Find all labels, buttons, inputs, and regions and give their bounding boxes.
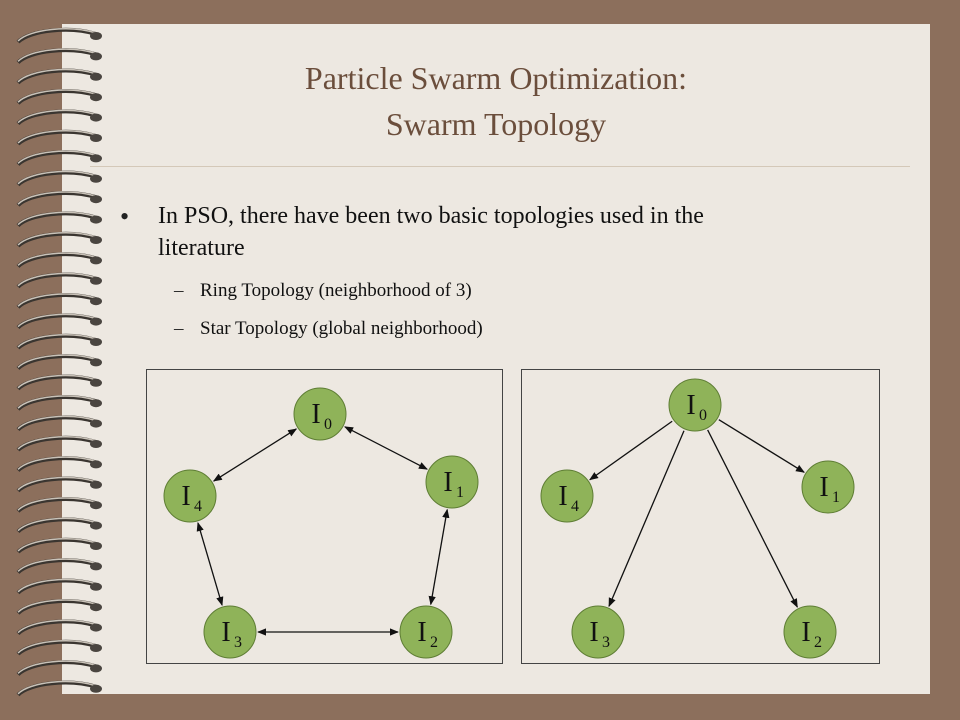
ring-node-subscript-4: 4 [194,498,202,515]
spiral-ring [16,537,102,554]
spiral-ring [16,313,102,330]
spiral-ring [16,680,102,697]
star-node-subscript-1: 1 [832,489,840,506]
spiral-ring [16,211,102,228]
spiral-ring [16,558,102,574]
star-node-subscript-2: 2 [814,634,822,651]
ring-node-subscript-2: 2 [430,634,438,651]
spiral-ring [16,578,102,595]
ring-node-subscript-1: 1 [456,484,464,501]
ring-node-label-0: I [311,399,320,430]
spiral-ring [16,129,102,146]
sub-bullet-ring: Ring Topology (neighborhood of 3) [200,280,472,301]
spiral-ring [16,170,102,187]
ring-edge-4-0 [212,428,298,482]
spiral-ring [16,415,102,432]
star-node-subscript-0: 0 [699,407,707,424]
ring-node-label-4: I [181,481,190,512]
star-edge-0-3 [608,430,685,608]
spiral-ring [16,252,102,268]
ring-node-label-1: I [443,467,452,498]
spiral-ring [16,374,102,391]
title-divider [90,166,910,167]
spiral-ring [16,395,102,411]
spiral-ring [16,293,102,309]
bullet-text-line2: literature [158,235,245,261]
bullet-text-line1: In PSO, there have been two basic topolo… [158,203,704,229]
star-edge-0-4 [589,420,673,481]
spiral-ring [16,89,102,105]
spiral-ring [16,272,102,289]
star-node-label-3: I [589,617,598,648]
star-edge-0-1 [718,419,805,473]
spiral-ring [16,150,102,166]
star-edge-0-2 [707,429,798,608]
ring-node-subscript-3: 3 [234,634,242,651]
bullet-marker: • [120,202,130,231]
spiral-ring [16,333,102,350]
spiral-binding-decoration [16,27,102,697]
spiral-ring [16,191,102,207]
ring-node-label-3: I [221,617,230,648]
ring-node-subscript-0: 0 [324,416,332,433]
ring-edge-0-1 [344,426,428,470]
spiral-ring [16,660,102,676]
sub-bullet-dash: – [174,280,184,301]
spiral-ring [16,619,102,636]
page-title-line1: Particle Swarm Optimization: [304,60,688,96]
spiral-ring [16,517,102,534]
spiral-ring [16,599,102,615]
spiral-ring [16,109,102,126]
spiral-ring [16,48,102,64]
sub-bullet-dash: – [174,318,184,339]
ring-edge-1-2 [428,508,450,606]
spiral-ring [16,639,102,656]
spiral-ring [16,68,102,85]
spiral-ring [16,354,102,370]
page-title-line2: Swarm Topology [385,106,607,142]
star-node-label-2: I [801,617,810,648]
sub-bullet-star: Star Topology (global neighborhood) [200,318,483,339]
star-node-label-0: I [686,390,695,421]
spiral-ring [16,231,102,248]
ring-topology-panel [146,369,503,664]
spiral-ring [16,456,102,472]
star-node-subscript-3: 3 [602,634,610,651]
ring-node-label-2: I [417,617,426,648]
star-node-subscript-4: 4 [571,498,579,515]
star-node-label-4: I [558,481,567,512]
spiral-ring [16,27,102,44]
spiral-ring [16,497,102,513]
spiral-ring [16,476,102,493]
star-node-label-1: I [819,472,828,503]
ring-edge-3-4 [196,521,224,607]
star-topology-panel [521,369,880,664]
spiral-ring [16,435,102,452]
